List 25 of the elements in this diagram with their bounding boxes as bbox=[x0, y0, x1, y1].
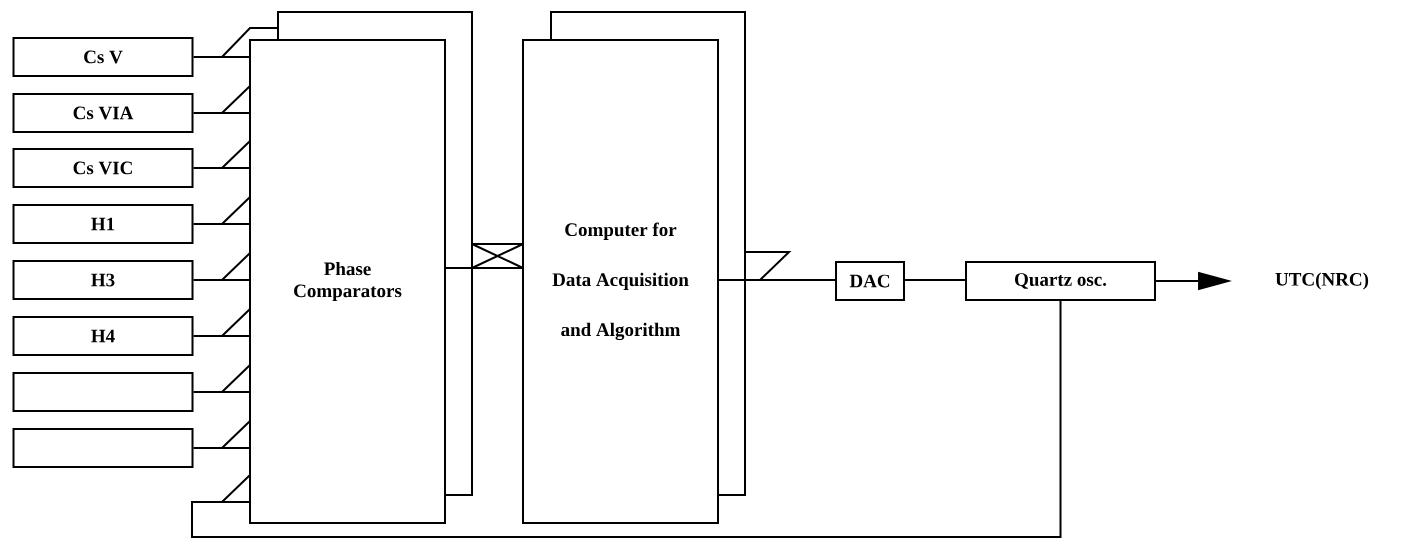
connector-line bbox=[192, 279, 250, 281]
source-box: Cs VIA bbox=[12, 93, 194, 133]
oscillator-box: Quartz osc. bbox=[965, 261, 1156, 301]
source-box: H1 bbox=[12, 204, 194, 244]
connector-line bbox=[192, 56, 250, 58]
connector-line bbox=[192, 447, 250, 449]
connector-line bbox=[192, 112, 250, 114]
source-box: Cs VIC bbox=[12, 148, 194, 188]
connector-line bbox=[445, 267, 523, 269]
output-label: UTC(NRC) bbox=[1275, 272, 1369, 290]
computer-box: Computer for Data Acquisition and Algorithm bbox=[522, 39, 719, 524]
connector-line bbox=[192, 223, 250, 225]
connector-line bbox=[192, 391, 250, 393]
dac-box: DAC bbox=[835, 261, 905, 301]
connector-line bbox=[904, 279, 966, 281]
source-box bbox=[12, 428, 194, 468]
source-box: H4 bbox=[12, 316, 194, 356]
connector-line bbox=[191, 300, 1062, 538]
connector-line bbox=[192, 335, 250, 337]
connector-line bbox=[718, 279, 836, 281]
source-box: Cs V bbox=[12, 37, 194, 77]
connector-line bbox=[192, 167, 250, 169]
phase-comparator-box: Phase Comparators bbox=[249, 39, 446, 524]
source-box bbox=[12, 372, 194, 412]
source-box: H3 bbox=[12, 260, 194, 300]
